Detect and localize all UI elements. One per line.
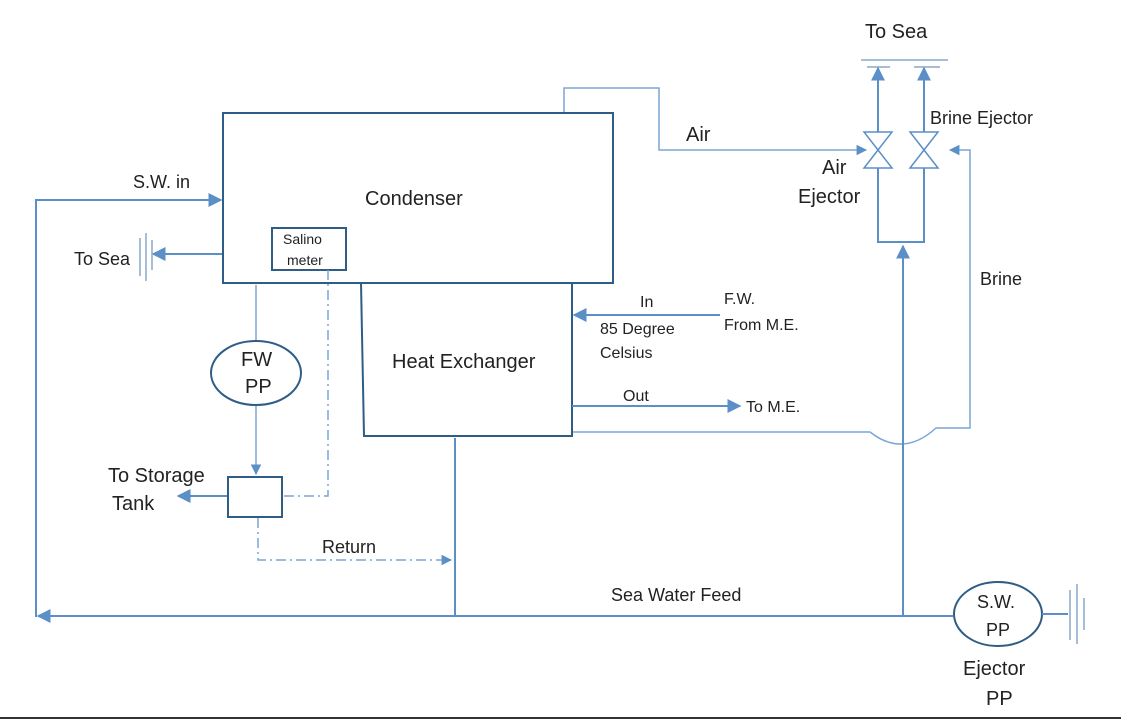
temperature-label-line1: 85 Degree <box>600 321 675 338</box>
sw-pump-label-line2: PP <box>986 620 1010 640</box>
return-line <box>257 518 453 566</box>
sw-in-label: S.W. in <box>133 172 190 192</box>
condenser-label: Condenser <box>365 188 463 210</box>
sw-pump-label-line1: S.W. <box>977 592 1015 612</box>
brine-label: Brine <box>980 269 1022 289</box>
overboard-to-sea-top <box>861 59 948 68</box>
ejector-pump-label-line1: Ejector <box>963 658 1026 680</box>
sea-water-feed-label: Sea Water Feed <box>611 585 741 605</box>
out-label: Out <box>623 388 649 405</box>
brine-pipe <box>572 144 971 445</box>
air-ejector-label-line2: Ejector <box>798 186 861 208</box>
sea-suction-symbol <box>1069 584 1085 644</box>
to-sea-top-label: To Sea <box>865 21 928 43</box>
salinometer-signal-line <box>284 270 329 497</box>
to-me-label: To M.E. <box>746 399 800 416</box>
overboard-to-sea-left <box>139 233 153 281</box>
ejector-pump-label-line2: PP <box>986 688 1013 710</box>
in-label: In <box>640 294 653 311</box>
fw-pump-label-line1: FW <box>241 349 272 371</box>
temperature-label-line2: Celsius <box>600 345 652 362</box>
fw-from-me-label-line2: From M.E. <box>724 317 799 334</box>
to-storage-label-line1: To Storage <box>108 465 205 487</box>
ejector-motive-manifold <box>877 168 925 243</box>
heat-exchanger-label: Heat Exchanger <box>392 351 536 373</box>
heat-exchanger-box <box>359 282 573 437</box>
brine-ejector-label: Brine Ejector <box>930 108 1033 128</box>
air-label: Air <box>686 124 711 146</box>
salinometer-box <box>271 227 347 271</box>
air-ejector-valve <box>862 131 894 169</box>
to-sea-left-label: To Sea <box>74 249 131 269</box>
salinometer-label-line1: Salino <box>283 231 322 247</box>
air-suction-pipe <box>563 87 868 156</box>
fw-pump <box>210 340 302 406</box>
sw-inlet-pipe <box>35 193 223 617</box>
return-label: Return <box>322 537 376 557</box>
air-ejector-label-line1: Air <box>822 157 847 179</box>
to-storage-label-line2: Tank <box>112 493 155 515</box>
solenoid-valve-box <box>227 476 283 518</box>
fw-from-me-label-line1: F.W. <box>724 291 755 308</box>
fw-pump-label-line2: PP <box>245 376 272 398</box>
salinometer-label-line2: meter <box>287 252 323 268</box>
brine-ejector-valve <box>908 131 940 169</box>
